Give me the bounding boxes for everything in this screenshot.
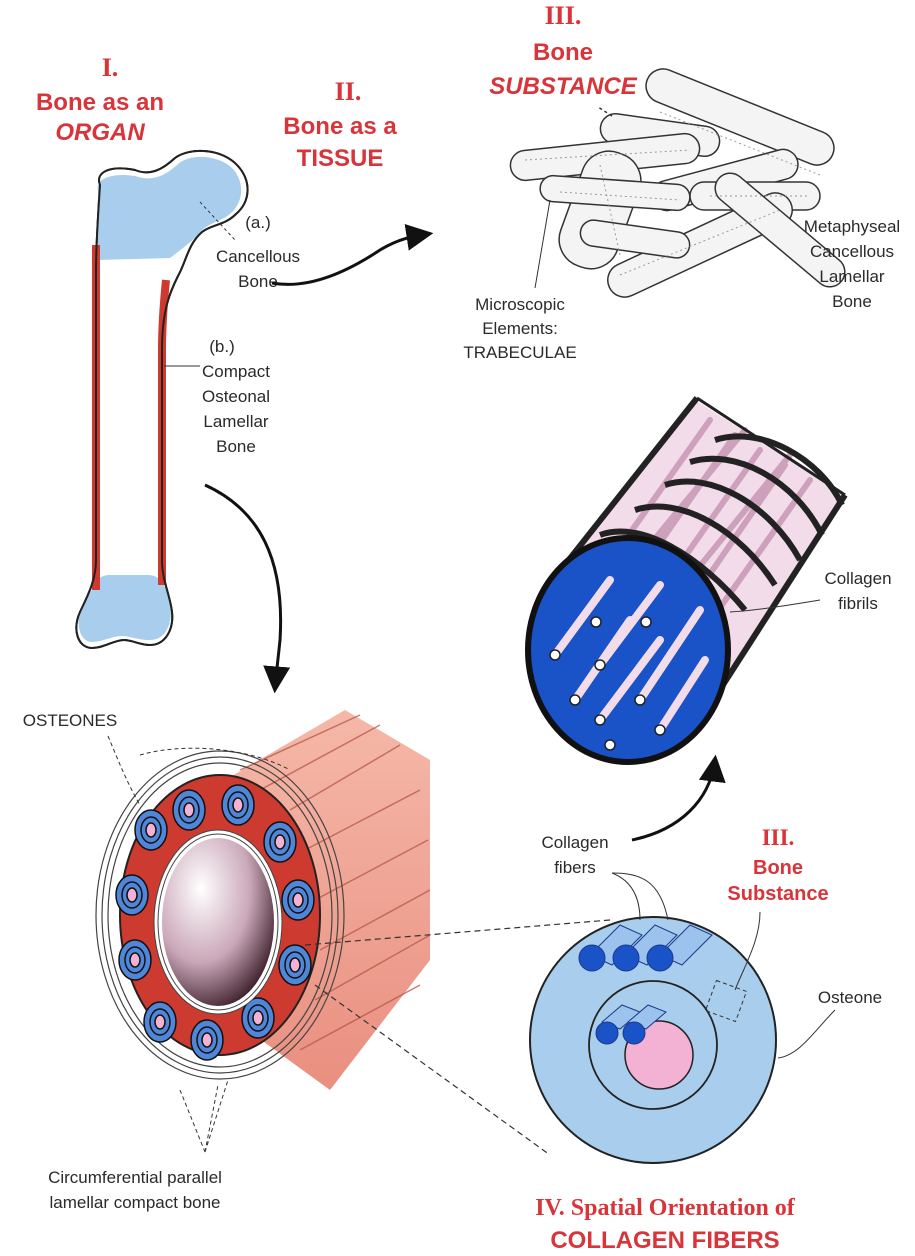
svg-text:Bone: Bone <box>832 292 872 311</box>
svg-text:Lamellar: Lamellar <box>203 412 269 431</box>
section-3b-number: III. <box>762 825 795 850</box>
section-4-line1: IV. Spatial Orientation of <box>535 1195 796 1221</box>
arrow-icon <box>205 485 281 688</box>
fibril-cylinder-icon <box>528 398 845 762</box>
svg-text:Cancellous: Cancellous <box>216 247 300 266</box>
svg-text:Metaphyseal: Metaphyseal <box>804 217 900 236</box>
section-1-title: I. Bone as an ORGAN <box>36 53 164 146</box>
svg-text:Bone: Bone <box>216 437 256 456</box>
osteone-label: Osteone <box>778 988 882 1058</box>
a-marker: (a.) <box>245 213 271 232</box>
section-2-line1: Bone as a <box>283 113 397 140</box>
svg-text:Bone: Bone <box>238 272 278 291</box>
section-3-title: III. Bone SUBSTANCE <box>489 1 638 100</box>
section-2-line2: TISSUE <box>297 145 384 172</box>
collagen-fibers-label: Collagen fibers <box>541 833 668 920</box>
svg-text:Compact: Compact <box>202 362 270 381</box>
svg-text:Circumferential parallel: Circumferential parallel <box>48 1168 222 1187</box>
section-1-number: I. <box>102 53 119 82</box>
arrow-icon <box>632 760 715 840</box>
svg-text:Collagen: Collagen <box>541 833 608 852</box>
svg-text:Collagen: Collagen <box>824 569 891 588</box>
svg-text:fibers: fibers <box>554 858 596 877</box>
section-4-line2: COLLAGEN FIBERS <box>550 1227 779 1254</box>
svg-text:Lamellar: Lamellar <box>819 267 885 286</box>
microscopic-label: Microscopic Elements: TRABECULAE <box>463 200 576 362</box>
svg-text:Elements:: Elements: <box>482 319 558 338</box>
section-1-line2: ORGAN <box>55 119 145 146</box>
section-3-line1: Bone <box>533 39 593 66</box>
compact-label: (b.) Compact Osteonal Lamellar Bone <box>164 337 270 456</box>
circumferential-label: Circumferential parallel lamellar compac… <box>48 1080 228 1212</box>
section-2-number: II. <box>335 77 362 106</box>
section-3b-line1: Bone <box>753 857 803 879</box>
svg-text:TRABECULAE: TRABECULAE <box>463 343 576 362</box>
section-4-title: IV. Spatial Orientation of COLLAGEN FIBE… <box>535 1195 796 1254</box>
b-marker: (b.) <box>209 337 235 356</box>
section-3-line2: SUBSTANCE <box>489 73 638 100</box>
svg-text:Cancellous: Cancellous <box>810 242 894 261</box>
section-3b-line2: Substance <box>727 883 828 905</box>
section-2-title: II. Bone as a TISSUE <box>283 77 397 172</box>
osteone-cross-section-icon <box>530 917 776 1163</box>
compact-bone-cylinder-icon <box>96 710 430 1090</box>
svg-text:lamellar compact bone: lamellar compact bone <box>49 1193 220 1212</box>
svg-text:OSTEONES: OSTEONES <box>23 711 117 730</box>
svg-text:Osteonal: Osteonal <box>202 387 270 406</box>
svg-text:Microscopic: Microscopic <box>475 295 565 314</box>
svg-text:fibrils: fibrils <box>838 594 878 613</box>
section-3-number: III. <box>545 1 582 30</box>
section-1-line1: Bone as an <box>36 89 164 116</box>
svg-text:Osteone: Osteone <box>818 988 882 1007</box>
